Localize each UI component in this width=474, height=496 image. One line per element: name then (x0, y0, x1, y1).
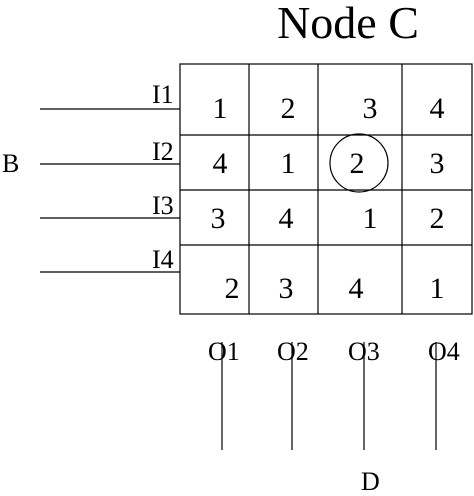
output-label: O1 (208, 337, 240, 366)
grid-cell: 3 (363, 92, 378, 125)
grid-cell: 1 (363, 202, 378, 235)
input-label: I1 (152, 80, 174, 109)
grid-cell: 2 (281, 92, 296, 125)
grid-cell: 4 (349, 272, 364, 305)
input-label: I4 (152, 245, 174, 274)
grid-border (179, 63, 473, 315)
grid-cell: 4 (213, 147, 228, 180)
bottom-label: D (361, 467, 380, 496)
output-label: O3 (348, 337, 380, 366)
grid-cell: 2 (430, 202, 445, 235)
output-label: O4 (428, 337, 460, 366)
left-label: B (2, 149, 19, 178)
grid-cell: 3 (430, 147, 445, 180)
highlight-circle (329, 133, 389, 193)
grid-cell: 3 (211, 202, 226, 235)
output-label: O2 (277, 337, 309, 366)
grid-cell: 3 (279, 272, 294, 305)
grid-cell: 2 (225, 272, 240, 305)
input-label: I2 (152, 137, 174, 166)
grid-cell: 4 (430, 92, 445, 125)
node-title: Node C (277, 0, 419, 48)
grid-cell: 2 (350, 147, 365, 180)
input-label: I3 (152, 191, 174, 220)
grid-cell: 1 (281, 147, 296, 180)
grid-cell: 1 (213, 92, 228, 125)
grid-cell: 1 (430, 272, 445, 305)
grid-cell: 4 (279, 202, 294, 235)
